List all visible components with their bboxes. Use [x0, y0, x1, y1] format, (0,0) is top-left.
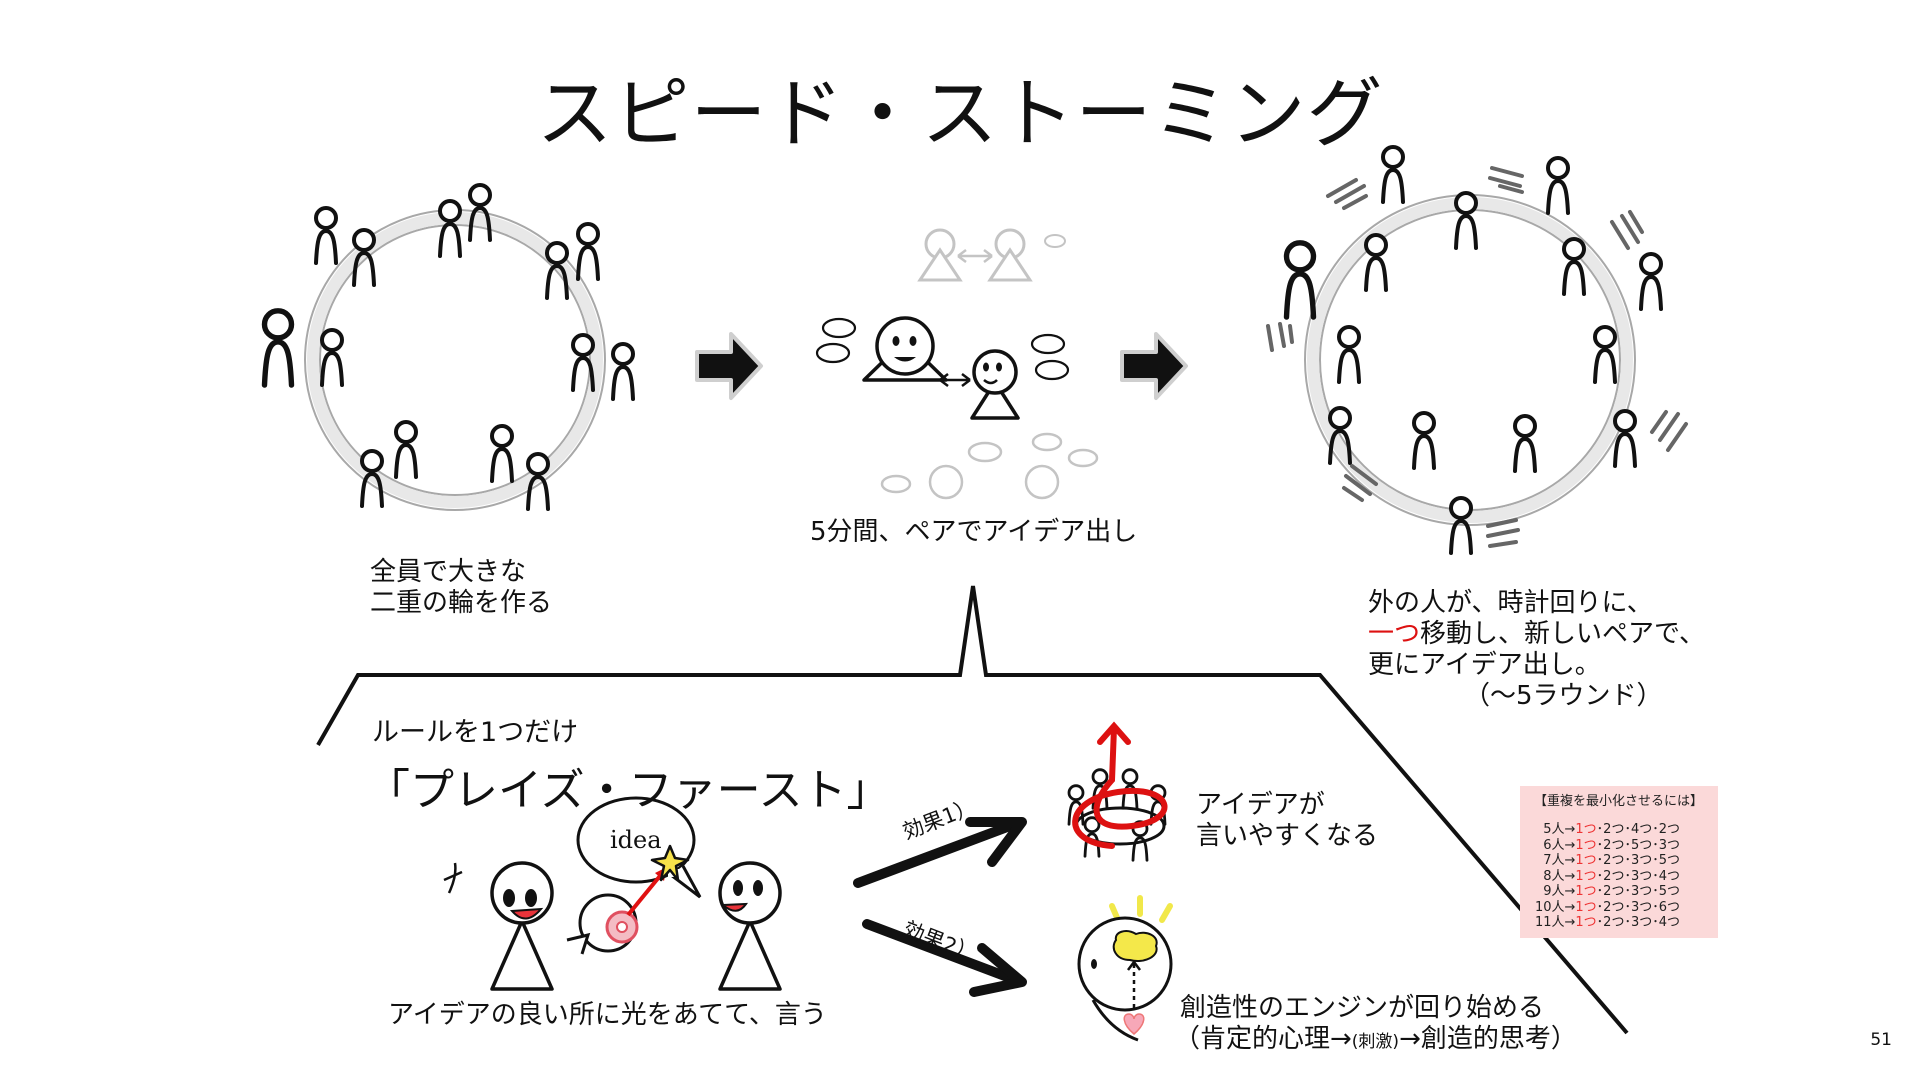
motion-line: [1326, 178, 1358, 198]
lightbulb-brain-icon: [1112, 930, 1158, 962]
stick-figure-icon: [1412, 411, 1436, 470]
rule-name: 「プレイズ・ファースト」: [366, 765, 891, 816]
stick-figure-icon: [438, 199, 462, 258]
motion-line: [1620, 214, 1640, 244]
motion-line: [1666, 422, 1688, 452]
highlight-one-step: 一つ: [1368, 619, 1421, 649]
stick-figure-icon: [265, 311, 292, 385]
motion-line: [1490, 166, 1524, 178]
tips-row: 9人→1つ･2つ･3つ･5つ: [1543, 884, 1680, 899]
stick-figure-icon: [1546, 156, 1570, 215]
page-number: 51: [1870, 1030, 1892, 1050]
tips-row: 8人→1つ･2つ･3つ･4つ: [1543, 868, 1680, 884]
motion-line: [1486, 518, 1518, 528]
stick-figure-icon: [1562, 237, 1586, 296]
motion-line: [1334, 184, 1366, 204]
stick-figure-icon: [394, 420, 418, 479]
step1-line-1: 全員で大きな: [370, 557, 527, 587]
motion-line: [1498, 184, 1524, 194]
stick-figure-icon: [1593, 325, 1617, 384]
step3-line-4: （～5ラウンド）: [1464, 681, 1663, 711]
heart-icon: [1123, 1013, 1145, 1035]
rule-caption: アイデアの良い所に光をあてて、言う: [388, 1000, 827, 1030]
stick-figure-icon: [611, 342, 635, 401]
step3-line-2: 一つ移動し、新しいペアで、: [1368, 619, 1705, 649]
motion-line: [1350, 464, 1378, 486]
stick-figure-icon: [314, 206, 338, 265]
motion-line: [1488, 176, 1522, 188]
motion-line: [1486, 528, 1520, 538]
stick-figure-icon: [1639, 252, 1663, 311]
tips-row: 5人→1つ･2つ･4つ･2つ: [1543, 822, 1680, 837]
step3-caption: 外の人が、時計回りに、 一つ移動し、新しいペアで、 更にアイデア出し。 （～5ラ…: [1368, 588, 1705, 712]
stick-figure-icon: [490, 424, 514, 483]
tips-row: 6人→1つ･2つ･5つ･3つ: [1543, 837, 1680, 853]
sparkle-star-icon: [650, 844, 690, 882]
pair-talking-illustration: [815, 228, 1099, 500]
rule-label: ルールを1つだけ: [372, 717, 579, 748]
stick-figure-icon: [1454, 191, 1478, 250]
motion-line: [1628, 210, 1644, 234]
callout-frame: [316, 585, 1629, 1035]
step2-caption: 5分間、ペアでアイデア出し: [810, 517, 1138, 547]
lightbulb-brain-illustration: [1077, 895, 1173, 1042]
motion-line: [1488, 540, 1518, 548]
stick-figure-icon: [1287, 243, 1314, 317]
motion-lines-icon: [443, 862, 463, 894]
motion-line: [1278, 322, 1286, 348]
stick-figure-icon: [1364, 233, 1388, 292]
praise-first-illustration: [443, 796, 782, 991]
stick-figure-icon: [1337, 325, 1361, 384]
motion-line: [1342, 486, 1364, 502]
step1-caption: 全員で大きな 二重の輪を作る: [370, 557, 552, 619]
block-arrow-icon: [1120, 332, 1188, 400]
motion-line: [1342, 194, 1368, 210]
stick-figure-icon: [1613, 409, 1637, 468]
effect1-text: アイデアが 言いやすくなる: [1196, 790, 1379, 851]
idea-bubble-text: idea: [610, 826, 662, 854]
speech-bubble-icon: [815, 317, 1070, 381]
slide-title: スピード・ストーミング: [536, 69, 1384, 158]
stick-figure-icon: [320, 328, 344, 387]
motion-line: [1344, 474, 1372, 496]
people-circle-illustration: [1067, 721, 1168, 862]
tips-row: 11人→1つ･2つ･3つ･4つ: [1534, 915, 1680, 930]
stick-figure-icon: [1513, 414, 1537, 473]
spiral-icon: [1072, 721, 1168, 849]
tips-row: 7人→1つ･2つ･3つ･5つ: [1543, 853, 1680, 868]
motion-line: [1288, 324, 1294, 344]
tips-header: 【重複を最小化させるには】: [1534, 794, 1704, 809]
motion-line: [1658, 412, 1680, 442]
double-ring-step3: [1304, 194, 1636, 526]
motion-lines-icon: [1266, 166, 1688, 548]
stick-figure-icon: [576, 222, 600, 281]
step1-line-2: 二重の輪を作る: [370, 588, 553, 618]
block-arrow-icon: [695, 332, 763, 400]
motion-line: [1650, 410, 1668, 434]
motion-line: [1610, 220, 1630, 250]
effect2-text: 創造性のエンジンが回り始める （肯定的心理→(刺激)→創造的思考）: [1174, 993, 1577, 1054]
step3-line-1: 外の人が、時計回りに、: [1368, 588, 1653, 618]
step3-line-3: 更にアイデア出し。: [1368, 650, 1601, 680]
tips-row: 10人→1つ･2つ･3つ･6つ: [1534, 899, 1680, 915]
motion-line: [1266, 324, 1274, 352]
effect-arrows: [853, 817, 1027, 997]
